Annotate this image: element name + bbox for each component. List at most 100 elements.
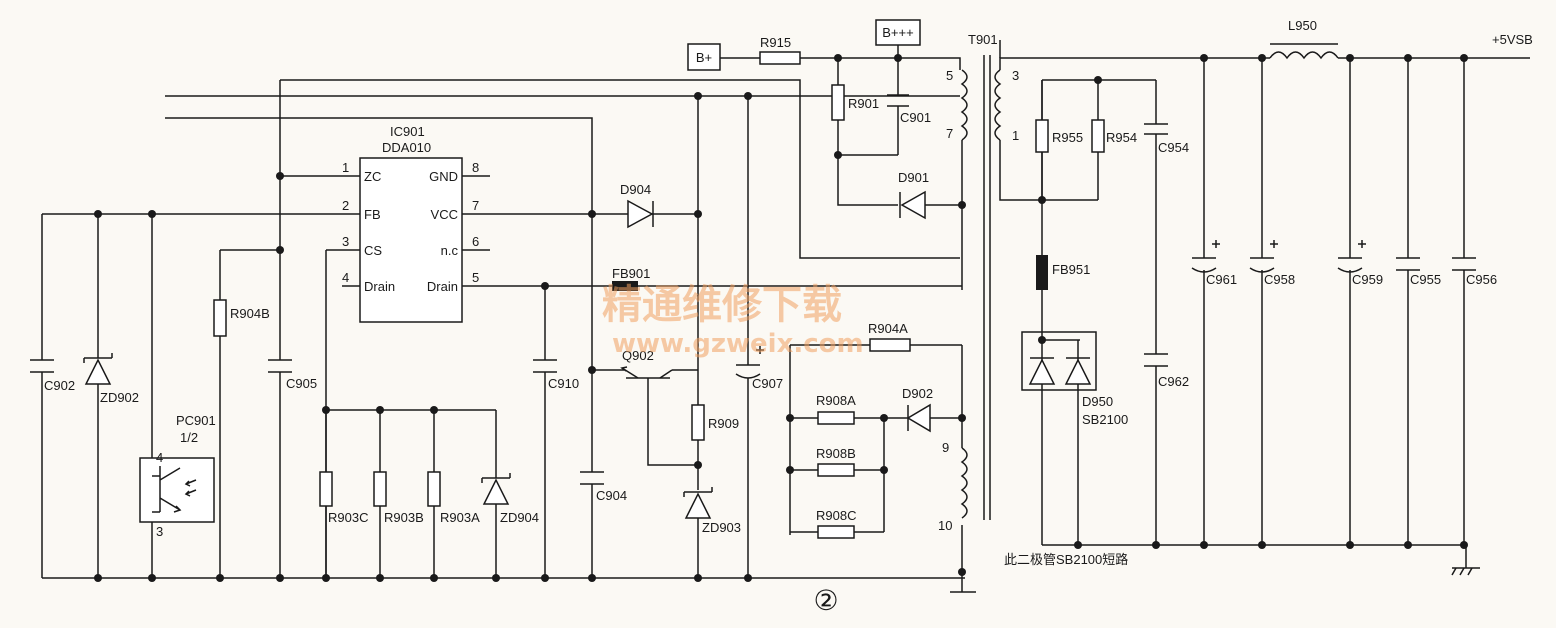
capacitor-c904 [580,471,604,485]
resistor-r915 [759,51,801,65]
label-r904b: R904B [230,306,270,321]
label-l950: L950 [1288,18,1317,33]
label-r904a: R904A [868,321,908,336]
zener-zd902 [83,353,113,385]
ic-pin-4-num: 4 [342,270,349,285]
ic-pin-7-name: VCC [431,207,458,222]
label-c902: C902 [44,378,75,393]
ground-symbol [1451,567,1480,576]
capacitor-c901 [887,94,909,107]
ic-pin-5-name: Drain [427,279,458,294]
capacitor-c907 [735,346,764,379]
ic-pin-8-num: 8 [472,160,479,175]
label-r954: R954 [1106,130,1137,145]
transistor-q902 [620,366,673,395]
label-c956: C956 [1466,272,1497,287]
label-zd903: ZD903 [702,520,741,535]
capacitor-c958 [1249,240,1278,273]
diode-d901 [899,190,926,220]
pc901-pin-3: 3 [156,524,163,539]
ic-pin-3-num: 3 [342,234,349,249]
label-d950: D950 [1082,394,1113,409]
capacitor-c956 [1452,257,1476,271]
capacitor-c955 [1396,257,1420,271]
label-d902: D902 [902,386,933,401]
ferrite-fb901 [612,281,638,291]
resistor-r909 [691,404,705,441]
ic-pin-3-name: CS [364,243,382,258]
watermark-url: www.gzweix.com [612,329,864,359]
ic-pin-2-name: FB [364,207,381,222]
t901-pin-7: 7 [946,126,953,141]
annotation-diode-short: 此二极管SB2100短路 [1004,552,1128,567]
diode-d902 [906,403,931,433]
optocoupler-pc901 [139,457,215,523]
pc901-pin-4: 4 [156,450,163,465]
label-zd904: ZD904 [500,510,539,525]
label-r955: R955 [1052,130,1083,145]
label-pc901: PC901 [176,413,216,428]
label-d904: D904 [620,182,651,197]
capacitor-c962 [1144,353,1168,367]
label-r909: R909 [708,416,739,431]
label-r908c: R908C [816,508,856,523]
ic-pin-1-name: ZC [364,169,381,184]
page-marker: ② [813,584,838,617]
node-b-triple-plus-label: B+++ [882,25,913,40]
label-c954: C954 [1158,140,1189,155]
label-c904: C904 [596,488,627,503]
resistor-r955 [1035,119,1049,153]
label-c961: C961 [1206,272,1237,287]
label-c955: C955 [1410,272,1441,287]
wires [41,40,1530,593]
label-ic901-ref: IC901 [390,124,425,139]
capacitor-c959 [1337,240,1366,273]
capacitor-c961 [1191,240,1220,273]
output-5vsb-label: +5VSB [1492,32,1533,47]
diode-d950 [1021,331,1097,391]
ic-pin-7-num: 7 [472,198,479,213]
capacitor-c905 [268,359,292,373]
label-q902: Q902 [622,348,654,363]
resistor-r903a [427,471,441,507]
label-ic901-part: DDA010 [382,140,431,155]
capacitor-c954 [1144,123,1168,135]
node-b-plus-label: B+ [696,50,712,65]
resistor-r908c [817,525,855,539]
label-c910: C910 [548,376,579,391]
t901-pin-3: 3 [1012,68,1019,83]
label-r903c: R903C [328,510,368,525]
ic-pin-1-num: 1 [342,160,349,175]
label-c959: C959 [1352,272,1383,287]
label-c901: C901 [900,110,931,125]
label-r903a: R903A [440,510,480,525]
ic-pin-8-name: GND [429,169,458,184]
ferrite-fb951 [1036,255,1048,290]
zener-zd904 [481,473,511,505]
t901-pin-5: 5 [946,68,953,83]
label-c907: C907 [752,376,783,391]
inductor-l950 [1269,43,1339,60]
resistor-r904a [869,338,911,352]
label-pc901-half: 1/2 [180,430,198,445]
capacitor-c910 [533,359,557,373]
label-r901: R901 [848,96,879,111]
label-fb901: FB901 [612,266,650,281]
label-zd902: ZD902 [100,390,139,405]
t901-pin-1: 1 [1012,128,1019,143]
node-b-plus: B+ [687,43,721,71]
label-r903b: R903B [384,510,424,525]
resistor-r908b [817,463,855,477]
ic-pin-4-name: Drain [364,279,395,294]
label-d950-part: SB2100 [1082,412,1128,427]
zener-zd903 [683,487,713,519]
ic-pin-2-num: 2 [342,198,349,213]
label-t901: T901 [968,32,998,47]
resistor-r904b [213,299,227,337]
ic-pin-6-num: 6 [472,234,479,249]
diode-d904 [627,199,654,229]
ic-pin-5-num: 5 [472,270,479,285]
ic-pin-6-name: n.c [441,243,459,258]
resistor-r954 [1091,119,1105,153]
